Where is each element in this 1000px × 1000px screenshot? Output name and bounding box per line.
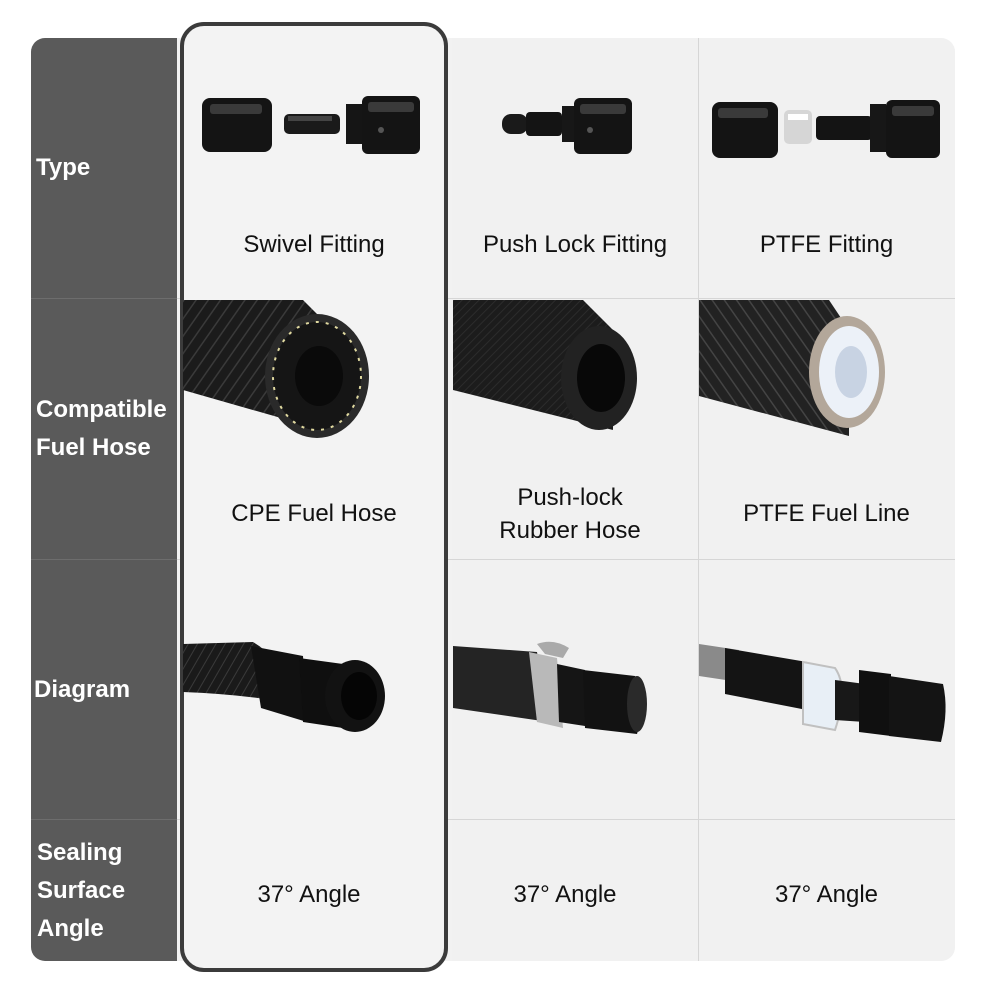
ptfe-diagram-image <box>699 644 946 742</box>
push-lock-diagram-image <box>453 641 647 734</box>
swivel-fitting-image <box>202 96 420 154</box>
row-divider <box>177 559 955 560</box>
push-lock-hose-image <box>453 300 637 430</box>
push-lock-hose-label: Push-lock Rubber Hose <box>452 481 688 547</box>
column-push-lock-bg <box>452 38 698 961</box>
row-divider <box>177 298 955 299</box>
push-lock-hose-label-line1: Push-lock <box>517 484 623 511</box>
label-divider <box>31 298 177 299</box>
ptfe-line-label: PTFE Fuel Line <box>743 500 910 527</box>
ptfe-line-image <box>699 300 885 436</box>
ptfe-fitting-label: PTFE Fitting <box>759 231 894 258</box>
cpe-hose-image <box>183 300 369 438</box>
push-lock-hose-label-line2: Rubber Hose <box>499 517 641 544</box>
row-label-type: Type <box>36 154 91 181</box>
swivel-sealing-angle: 37° Angle <box>257 881 361 908</box>
label-divider <box>31 819 177 820</box>
label-divider <box>31 559 177 560</box>
row-divider <box>177 819 955 820</box>
swivel-diagram-image <box>183 642 385 732</box>
cpe-hose-label: CPE Fuel Hose <box>231 500 397 527</box>
ptfe-fitting-image <box>712 100 940 158</box>
swivel-fitting-label: Swivel Fitting <box>243 231 385 258</box>
row-label-sealing: Sealing Surface Angle <box>37 838 126 942</box>
push-lock-fitting-image <box>502 98 632 154</box>
column-ptfe-bg <box>698 38 955 961</box>
column-divider <box>698 38 699 961</box>
push-lock-fitting-label: Push Lock Fitting <box>482 231 668 258</box>
ptfe-sealing-angle: 37° Angle <box>774 881 879 908</box>
row-label-column: Type Compatible Fuel Hose Diagram Sealin… <box>31 38 177 961</box>
row-label-hose: Compatible Fuel Hose <box>36 396 167 461</box>
row-label-diagram: Diagram <box>34 675 131 703</box>
push-lock-sealing-angle: 37° Angle <box>513 881 617 908</box>
highlighted-column-swivel <box>180 22 448 972</box>
